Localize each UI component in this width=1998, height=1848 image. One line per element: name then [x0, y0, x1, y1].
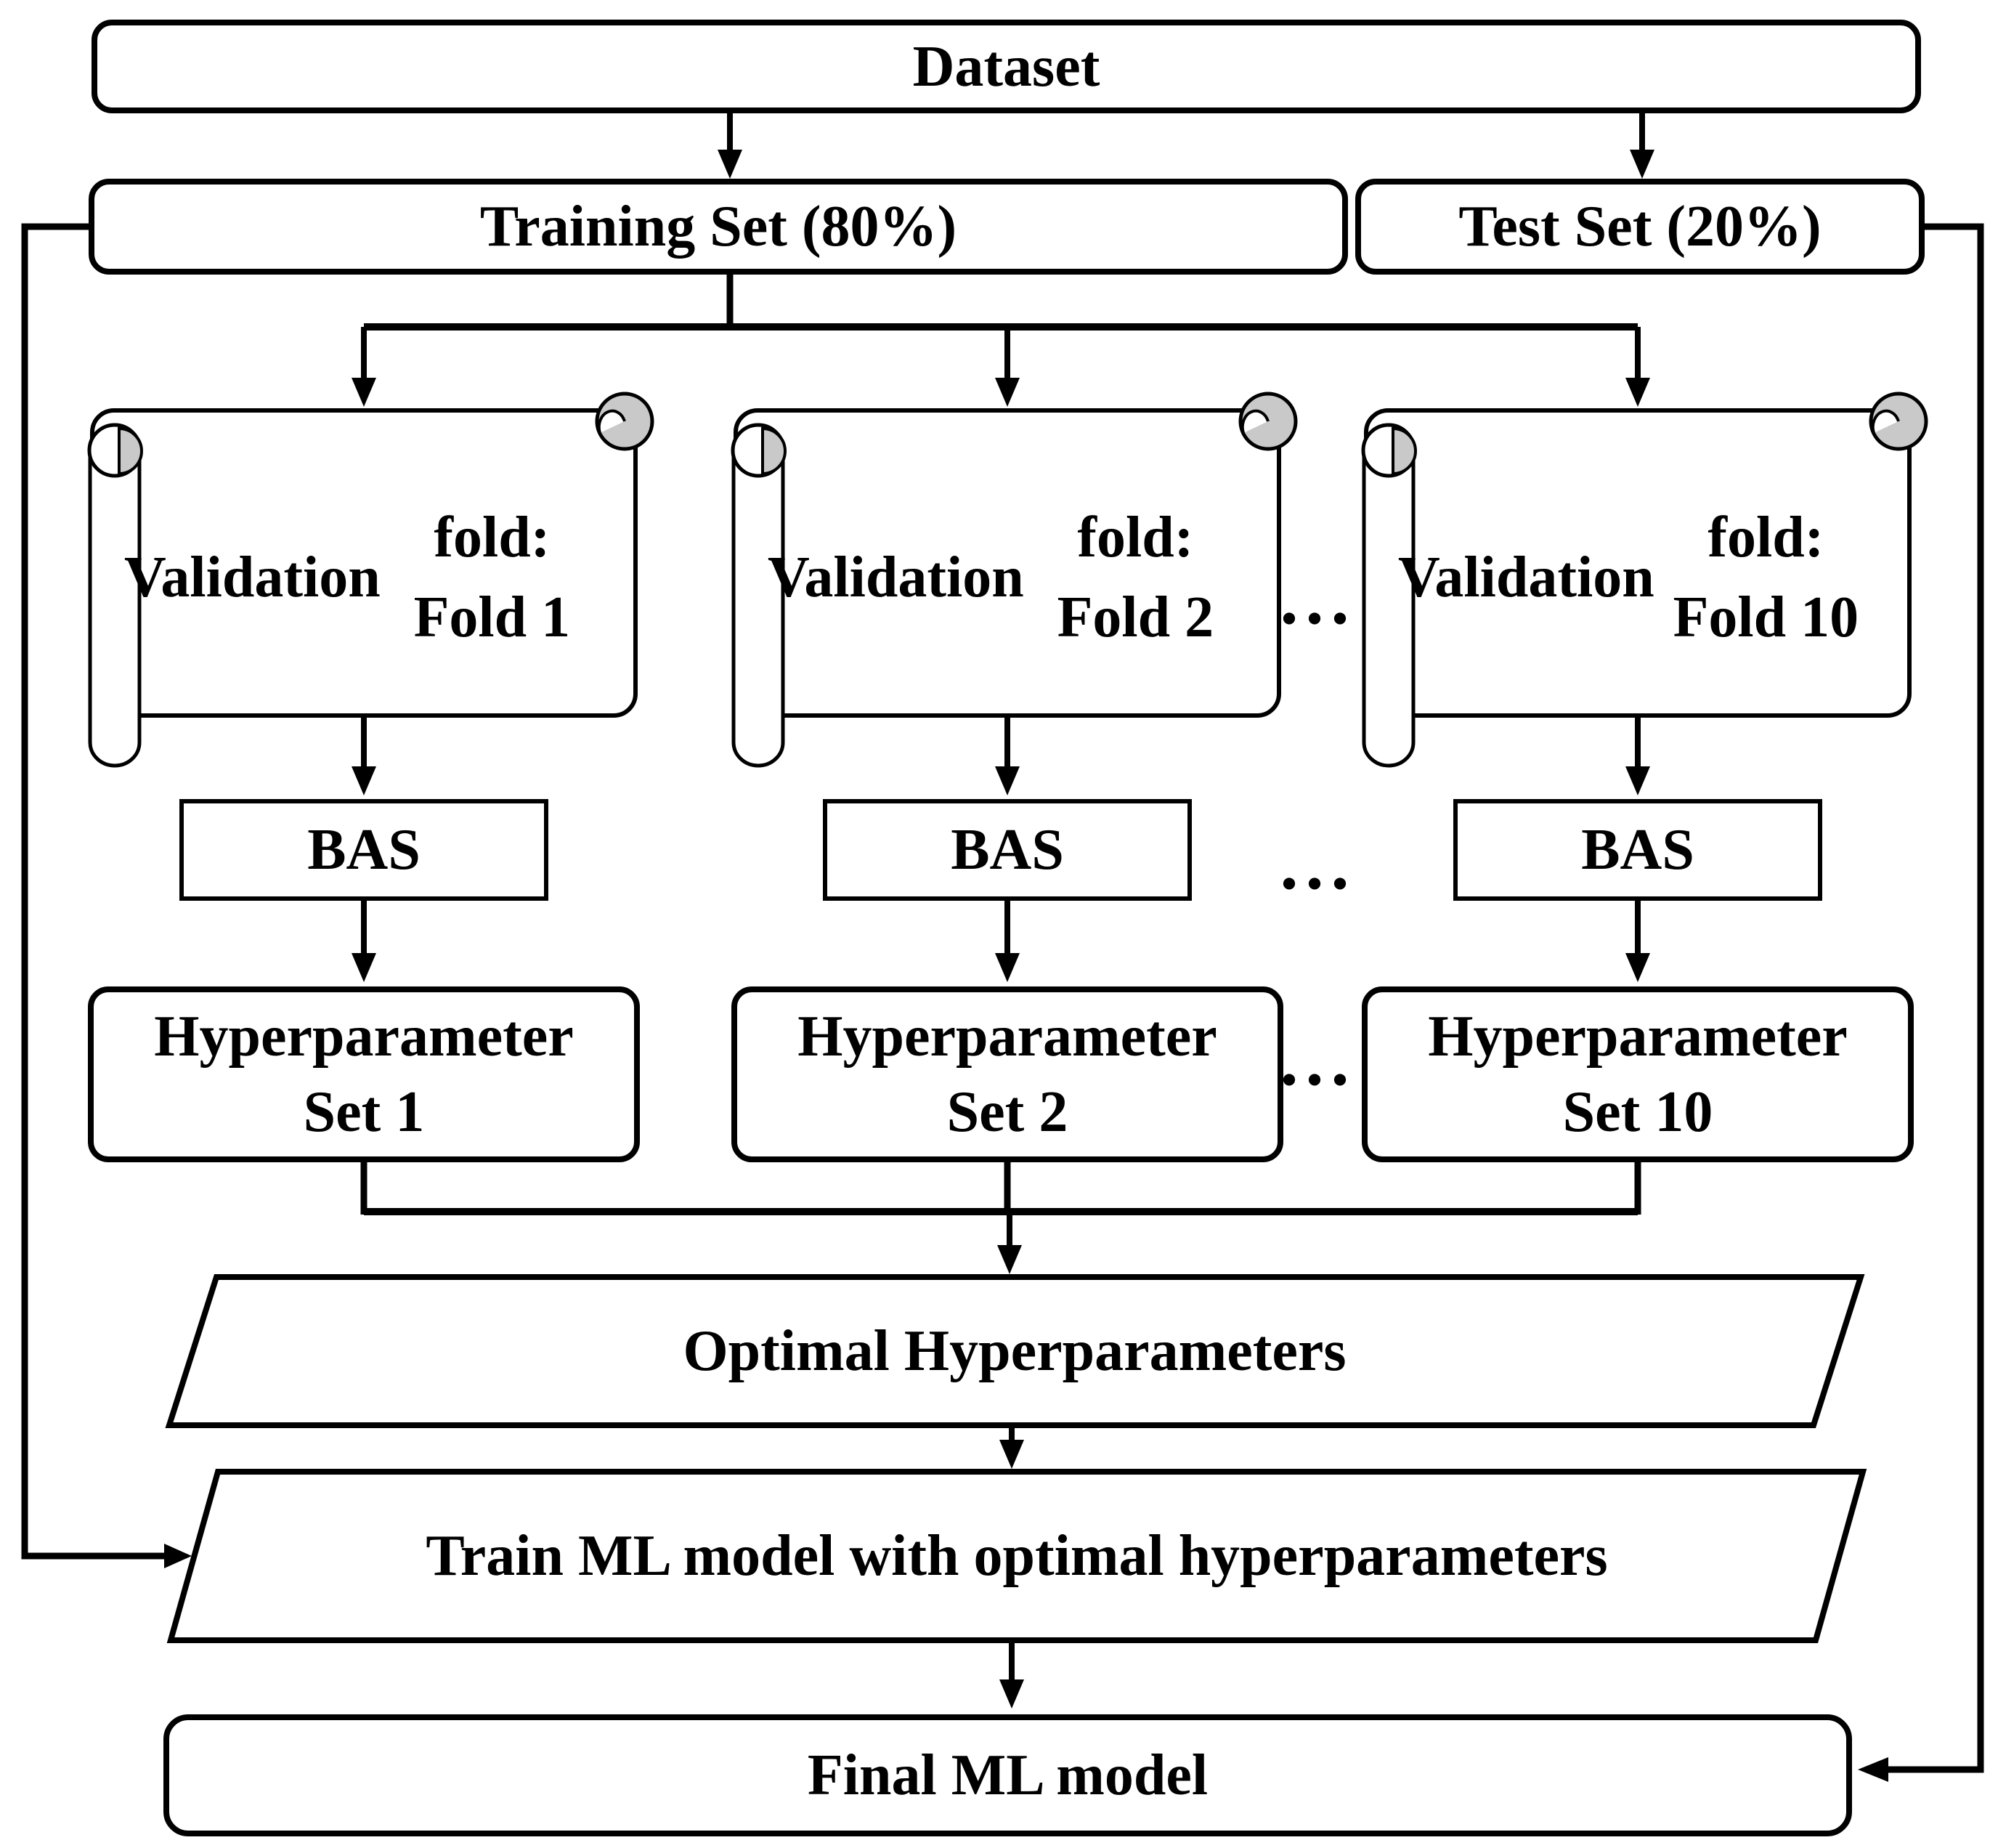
- loop-training-to-train-model: [21, 223, 192, 1568]
- ellipsis-folds: ...: [1280, 559, 1357, 639]
- collector-lines: [360, 1162, 1641, 1215]
- scroll-shape-fold1: [87, 392, 654, 768]
- hyperparameter-set1-box: Hyperparameter Set 1: [88, 986, 640, 1162]
- arrow-train-to-final: [999, 1640, 1024, 1709]
- arrow-bas-to-set2: [995, 901, 1020, 982]
- arrow-collector-to-optimal: [997, 1212, 1022, 1274]
- dataset-label: Dataset: [912, 34, 1100, 99]
- train-model-shape: [166, 1469, 1867, 1643]
- hyperparameter-set2-box: Hyperparameter Set 2: [731, 986, 1283, 1162]
- arrow-fold10-to-bas: [1625, 715, 1650, 795]
- scroll-shape-fold2: [731, 392, 1298, 768]
- arrow-optimal-to-train: [999, 1425, 1024, 1469]
- arrow-branch-to-fold1: [352, 327, 376, 407]
- arrow-bas-to-set1: [352, 901, 376, 982]
- validation-fold1-label: Validation fold: Fold 1: [124, 505, 571, 649]
- bas-box-10: BAS: [1453, 799, 1822, 901]
- training-set-box: Training Set (80%): [89, 179, 1348, 275]
- hyperparameter-set10-box: Hyperparameter Set 10: [1362, 986, 1914, 1162]
- bas-box-1: BAS: [179, 799, 548, 901]
- arrow-branch-to-fold10: [1625, 327, 1650, 407]
- arrow-fold2-to-bas: [995, 715, 1020, 795]
- validation-fold2-label: Validation fold: Fold 2: [768, 505, 1214, 649]
- branch-split-lines: [364, 272, 1638, 331]
- loop-test-to-final-model: [1858, 223, 1984, 1782]
- training-set-label: Training Set (80%): [479, 195, 957, 259]
- test-set-box: Test Set (20%): [1355, 179, 1925, 275]
- bas-label-2: BAS: [951, 818, 1064, 882]
- bas-label-10: BAS: [1581, 818, 1694, 882]
- bas-box-2: BAS: [823, 799, 1192, 901]
- validation-fold10-label: Validation fold: Fold 10: [1398, 505, 1859, 649]
- optimal-hyperparameters-label: Optimal Hyperparameters: [683, 1318, 1347, 1383]
- arrow-dataset-to-training: [718, 113, 742, 179]
- arrow-bas-to-set10: [1625, 901, 1650, 982]
- train-model-label: Train ML model with optimal hyperparamet…: [426, 1523, 1608, 1588]
- ellipsis-sets: ...: [1280, 1020, 1357, 1101]
- arrow-branch-to-fold2: [995, 327, 1020, 407]
- optimal-hyperparameters-shape: [165, 1274, 1865, 1428]
- arrow-dataset-to-test: [1630, 113, 1654, 179]
- ellipsis-bas: ...: [1280, 824, 1357, 904]
- arrow-fold1-to-bas: [352, 715, 376, 795]
- bas-label-1: BAS: [307, 818, 421, 882]
- final-model-label: Final ML model: [807, 1743, 1209, 1807]
- final-model-box: Final ML model: [163, 1714, 1852, 1836]
- dataset-box: Dataset: [92, 20, 1921, 113]
- test-set-label: Test Set (20%): [1458, 195, 1822, 259]
